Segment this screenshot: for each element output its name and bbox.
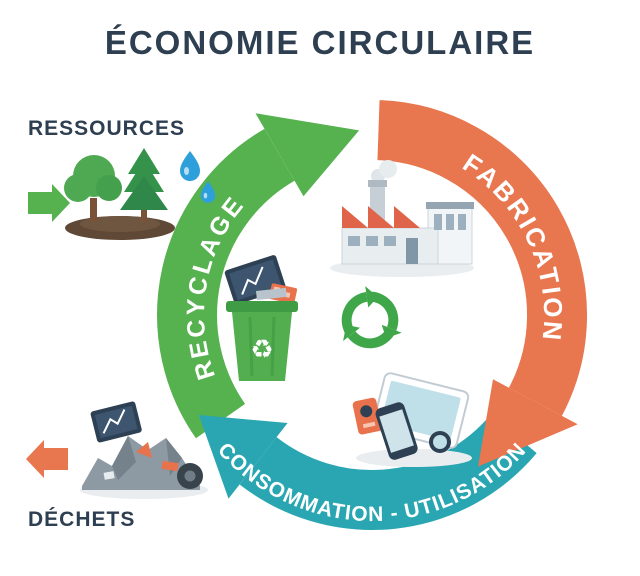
broken-monitor-icon	[90, 401, 142, 443]
waste-pile-icon	[80, 401, 208, 499]
recycle-bin-icon: ♻	[224, 255, 298, 381]
recycling-arrowhead-icon	[255, 113, 360, 197]
bin-recycle-glyph: ♻	[250, 334, 273, 364]
recycling-arc	[157, 113, 360, 439]
gadget-icon	[352, 397, 382, 435]
fabrication-arc	[376, 100, 588, 467]
factory-icon	[330, 160, 474, 277]
resources-arrow-icon	[28, 184, 70, 222]
recycling-arc-band	[157, 128, 296, 439]
resources-label: RESSOURCES	[28, 117, 185, 140]
trees-icon	[64, 148, 175, 240]
smartphone-icon	[375, 402, 418, 460]
devices-icon	[352, 372, 472, 467]
fabrication-arrowhead-icon	[478, 379, 578, 467]
page-title: ÉCONOMIE CIRCULAIRE	[105, 24, 535, 61]
water-drops-icon	[180, 151, 216, 203]
recycle-symbol-icon	[337, 286, 411, 357]
fabrication-arc-band	[376, 100, 588, 416]
consumption-arrowhead-icon	[198, 415, 288, 499]
waste-label: DÉCHETS	[28, 508, 135, 531]
waste-arrow-icon	[26, 440, 68, 478]
